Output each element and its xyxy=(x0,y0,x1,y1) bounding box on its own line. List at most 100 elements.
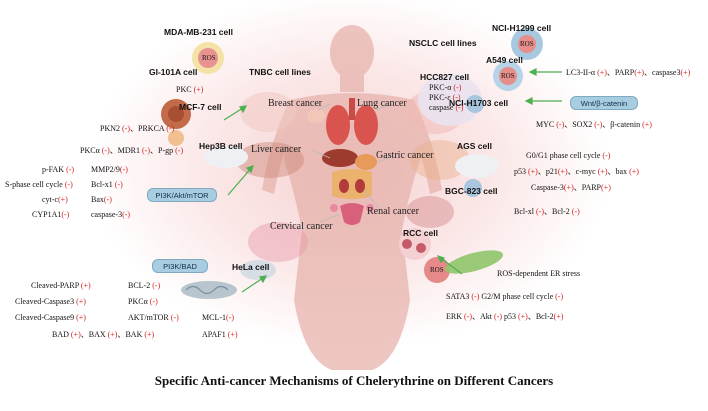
ags-text: G0/G1 phase cell cycle xyxy=(526,151,601,160)
hep3b-text: Bax xyxy=(91,195,104,204)
hela-sign: (+) xyxy=(144,330,155,339)
hep3b-row-2: S-phase cell cycle (-) xyxy=(5,181,73,189)
hela-row-4d: APAF1 (+) xyxy=(202,331,238,339)
hela-text: 、BAX xyxy=(80,330,106,339)
lung-cancer-label: Lung cancer xyxy=(357,98,407,109)
hep3b-text: caspase-3 xyxy=(91,210,123,219)
hela-row-3c: MCL-1(-) xyxy=(202,314,234,322)
h1703-sign: (-) xyxy=(556,120,565,129)
hcc827-row-1: PKC-α (-) xyxy=(429,84,461,92)
h1703-row: MYC (-)、SOX2 (-)、β-catenin (+) xyxy=(536,121,652,129)
a549-sign: (+) xyxy=(634,68,645,77)
hela-row-3a: Cleaved-Caspase9 (+) xyxy=(15,314,86,322)
hela-row-2a: Cleaved-Caspase3 (+) xyxy=(15,298,86,306)
ags-text: 、p21 xyxy=(537,167,558,176)
hep3b-cell-graphic xyxy=(204,146,248,168)
pi3k-bad-pathway-pill: PI3K/BAD xyxy=(152,259,208,273)
hcc827-caspase: caspase xyxy=(429,103,454,112)
rcc-sign: (-) xyxy=(494,312,502,321)
ags-sign: (-) xyxy=(602,151,611,160)
gastric-cancer-label: Gastric cancer xyxy=(376,150,434,161)
hep3b-sign: (-) xyxy=(64,180,73,189)
mcf-text: 、PRKCA xyxy=(130,124,165,133)
hcc827-cell-label: HCC827 cell xyxy=(420,72,470,82)
ags-text: 、bax xyxy=(607,167,628,176)
rcc-text: ERK xyxy=(446,312,462,321)
arrows xyxy=(223,68,562,293)
hela-text: Cleaved-Caspase9 xyxy=(15,313,75,322)
h1703-sign: (+) xyxy=(642,120,652,129)
bgc823-row: Bcl-xl (-)、Bcl-2 (-) xyxy=(514,208,580,216)
figure-title: Specific Anti-cancer Mechanisms of Chele… xyxy=(154,373,554,388)
ags-row-3: Caspase-3(+)、PARP(+) xyxy=(531,184,611,192)
hela-text: BAD xyxy=(52,330,69,339)
h1299-ros-label: ROS xyxy=(520,40,534,48)
a549-text: 、caspase3 xyxy=(644,68,681,77)
ags-row-1: G0/G1 phase cell cycle (-) xyxy=(526,152,610,160)
mcf-text: PKCα xyxy=(80,146,100,155)
hela-row-3b: AKT/mTOR (-) xyxy=(128,314,179,322)
pi3k-akt-pathway-pill: PI3K/Akt/mTOR xyxy=(147,188,217,202)
a549-text: LC3-II-α xyxy=(566,68,596,77)
bgc-sign: (-) xyxy=(571,207,580,216)
hela-text: AKT/mTOR xyxy=(128,313,169,322)
nsclc-lines-label: NSCLC cell lines xyxy=(409,38,477,48)
liver-cancer-label: Liver cancer xyxy=(251,144,302,155)
ags-sign: (+) xyxy=(563,183,574,192)
kidney-organ xyxy=(339,179,349,193)
rcc-text: G2/M phase cell cycle xyxy=(481,292,554,301)
h1703-cell-label: NCI-H1703 cell xyxy=(449,98,509,108)
hcc827-cell-graphic xyxy=(418,74,482,126)
hela-row-4a: BAD (+)、BAX (+)、BAK (+) xyxy=(52,331,154,339)
hela-sign: (+) xyxy=(80,281,91,290)
hela-text: 、BAK xyxy=(117,330,143,339)
ags-text: 、c-myc xyxy=(567,167,596,176)
rcc-ros-graphic xyxy=(424,250,504,283)
a549-row: LC3-II-α (+)、PARP(+)、caspase3(+) xyxy=(566,69,690,77)
pkc-label: PKC xyxy=(176,85,192,94)
h1703-text: MYC xyxy=(536,120,555,129)
h1703-text: 、β-catenin xyxy=(602,120,641,129)
stomach-organ xyxy=(355,154,377,170)
ags-sign: (+) xyxy=(528,167,538,176)
bgc-text: 、Bcl-2 xyxy=(544,207,570,216)
hela-text: Cleaved-Caspase3 xyxy=(15,297,75,306)
bgc-text: Bcl-xl xyxy=(514,207,534,216)
tnbc-lines-label: TNBC cell lines xyxy=(249,67,311,77)
rcc-cell-label: RCC cell xyxy=(403,228,438,238)
hela-sign: (+) xyxy=(107,330,118,339)
hela-text: PKCα xyxy=(128,297,148,306)
hela-sign: (+) xyxy=(227,330,238,339)
h1703-text: 、SOX2 xyxy=(564,120,593,129)
intestine-organ xyxy=(332,169,372,199)
mcf-sign: (-) xyxy=(166,124,175,133)
hcc827-caspase-sign: (-) xyxy=(455,103,464,112)
ags-cell-label: AGS cell xyxy=(457,141,492,151)
h1299-cell-graphic xyxy=(511,28,543,60)
h1703-cell-graphic xyxy=(466,95,484,113)
hep3b-sign: (-) xyxy=(119,165,128,174)
mcf-text: 、MDR1 xyxy=(109,146,140,155)
hep3b-text: cyt-c xyxy=(42,195,58,204)
breast-organ xyxy=(307,109,325,123)
bgc823-cell-label: BGC-823 cell xyxy=(445,186,498,196)
hep3b-row-3b: Bax(-) xyxy=(91,196,112,204)
hep3b-sign: (-) xyxy=(122,210,131,219)
rcc-sign: (+) xyxy=(518,312,528,321)
mcf-text: 、P-gp xyxy=(150,146,174,155)
kidney-organ xyxy=(355,179,365,193)
mcf-sign: (-) xyxy=(122,124,131,133)
lungs-organ xyxy=(326,98,378,145)
ags-text: p53 xyxy=(514,167,526,176)
rcc-sign: (-) xyxy=(555,292,564,301)
hela-text: MCL-1 xyxy=(202,313,226,322)
hela-text: BCL-2 xyxy=(128,281,151,290)
bgc-sign: (-) xyxy=(536,207,544,216)
hela-cell-graphic xyxy=(240,260,276,280)
mda-cell-label: MDA-MB-231 cell xyxy=(164,27,233,37)
hela-sign: (-) xyxy=(226,313,234,322)
cervical-cancer-label: Cervical cancer xyxy=(270,221,333,232)
stomach-image xyxy=(410,140,470,180)
